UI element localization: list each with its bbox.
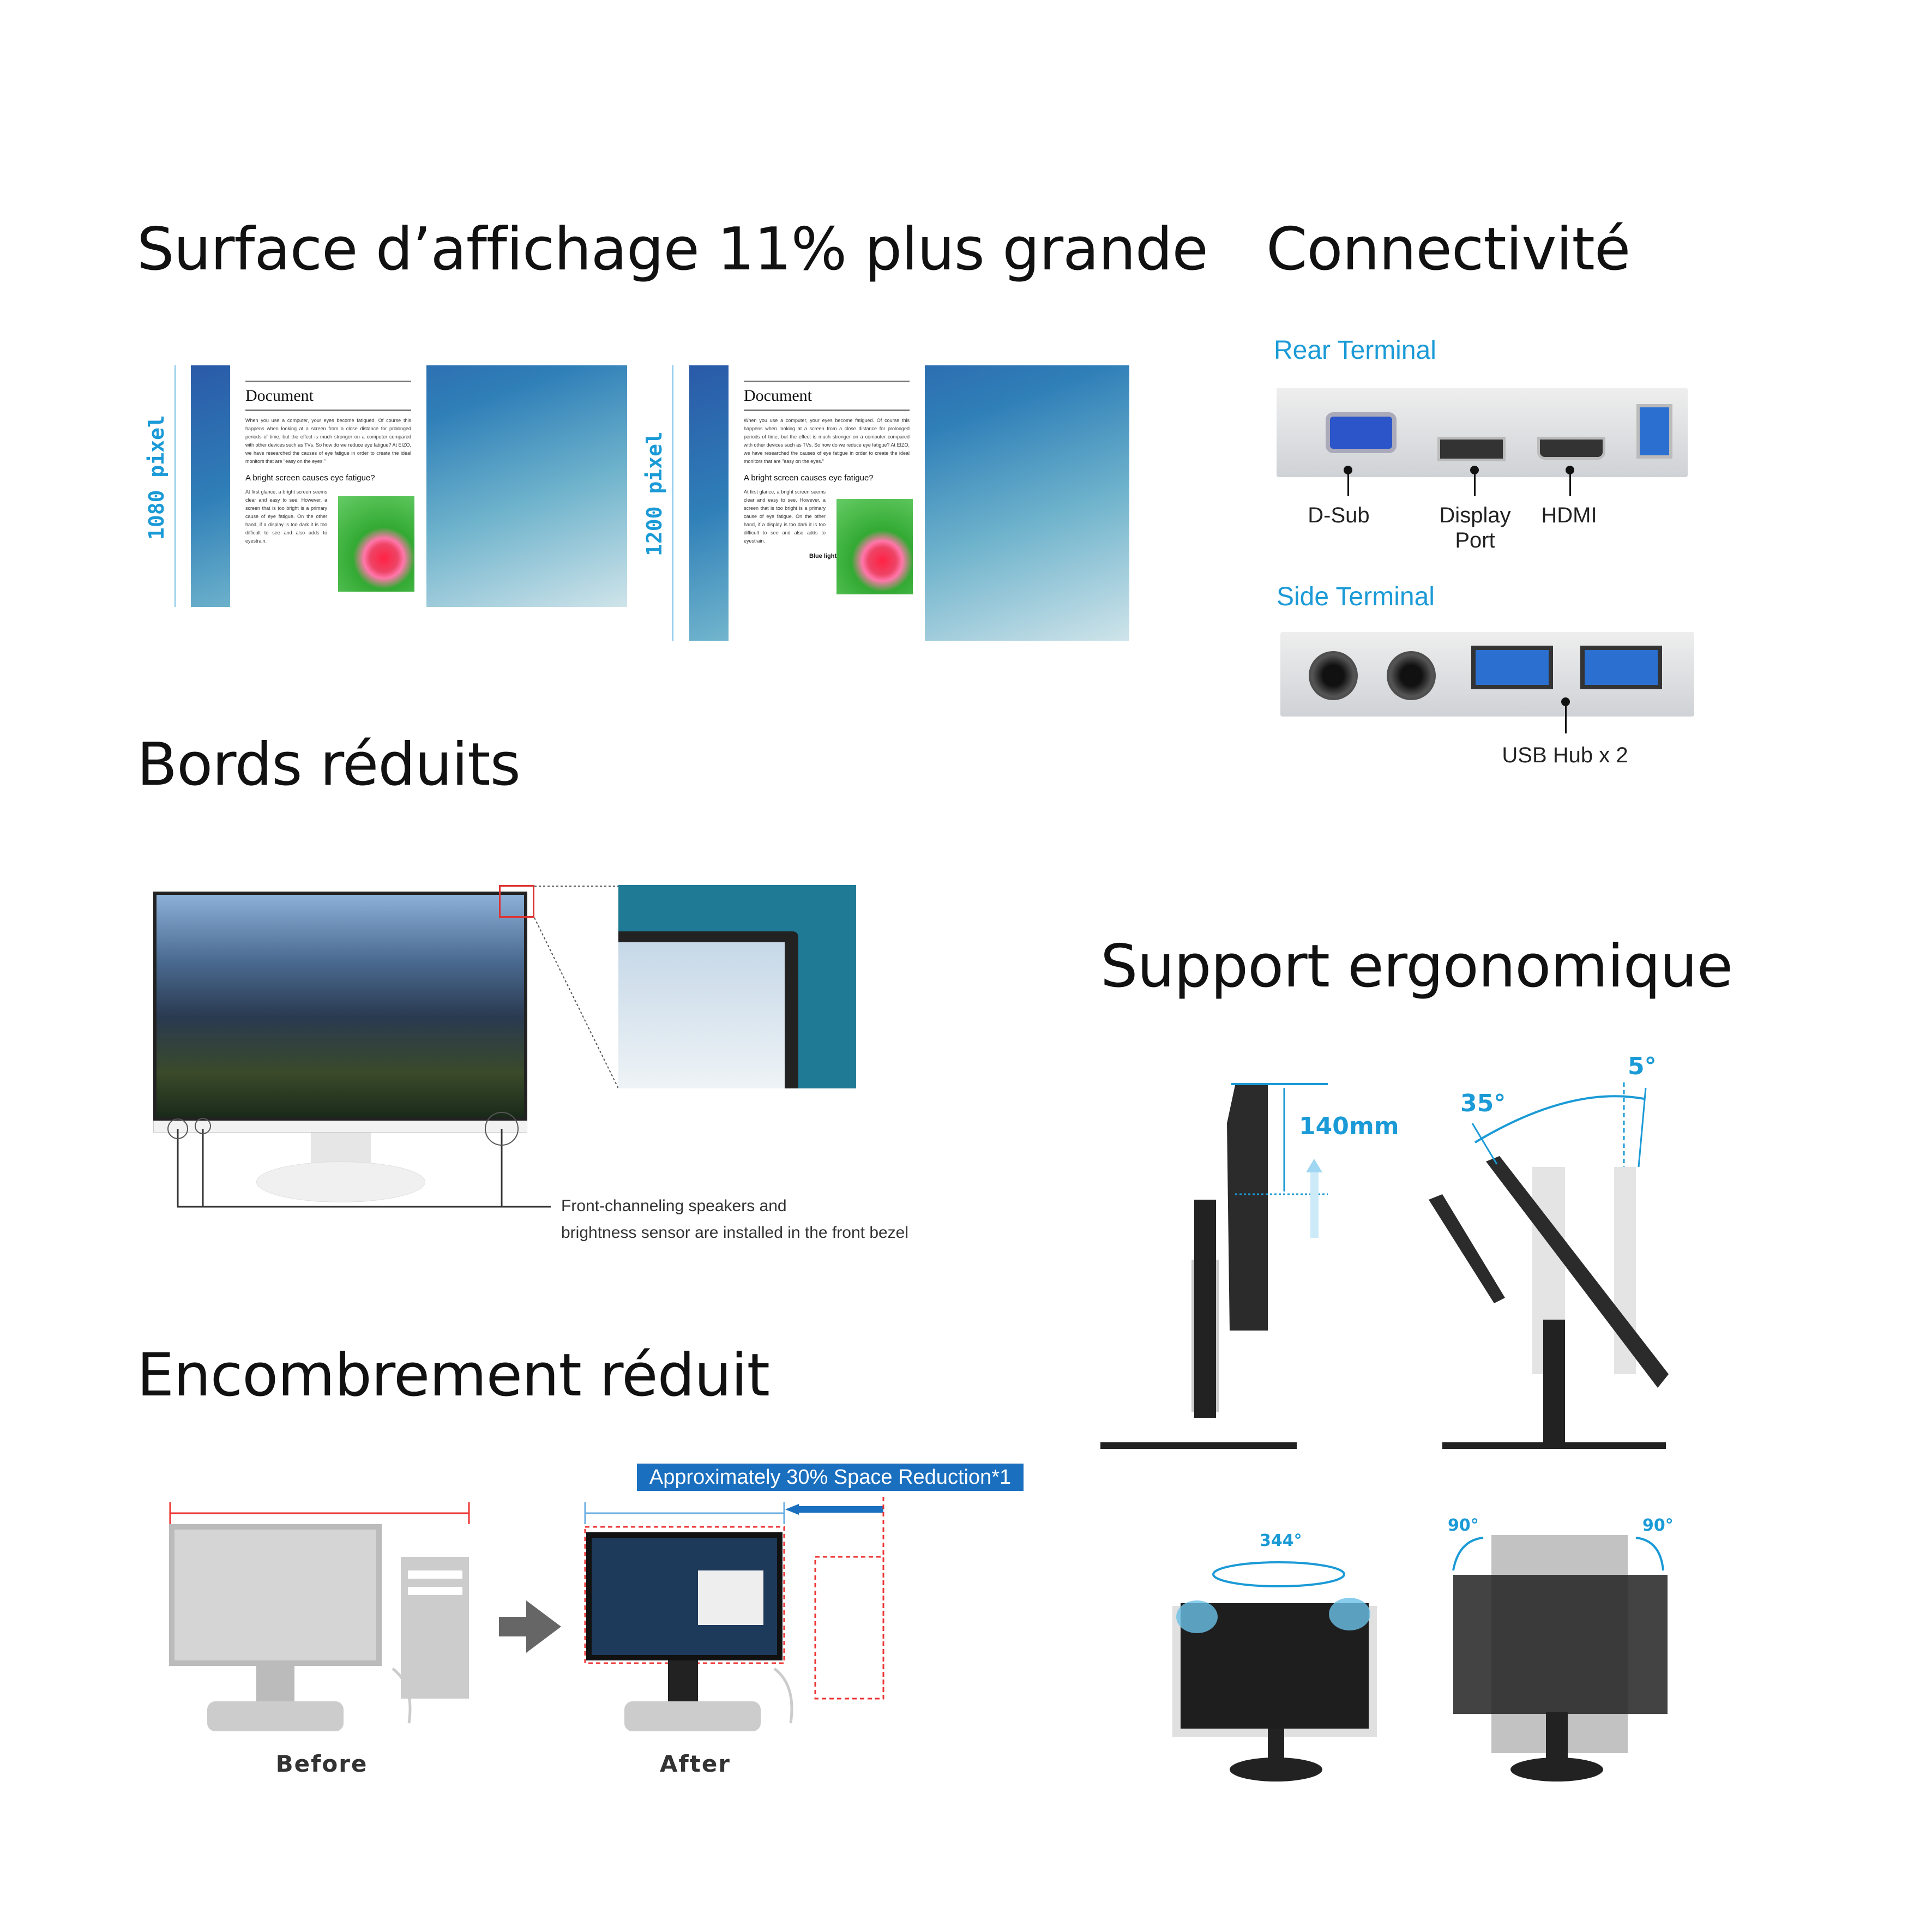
displayport-pointer [1470,466,1479,496]
displayport-icon [1437,437,1506,461]
monitor-bezel-bottom [153,1121,527,1133]
document-title: Document [245,381,411,411]
height-indicator-1080 [174,365,176,607]
dsub-port-icon [1326,412,1397,453]
rear-terminal-title: Rear Terminal [1274,336,1436,365]
label-displayport: Display Port [1439,503,1511,552]
screen-1200: Document When you use a computer, your e… [689,365,1129,641]
connectivity-title: Connectivité [1266,215,1630,284]
ergonomic-title: Support ergonomique [1100,932,1733,1001]
screen-1080: Document When you use a computer, your e… [191,365,627,607]
hdmi-pointer [1566,466,1574,496]
height-adjust-illustration [1100,1083,1328,1449]
bezel-caption-line2: brightness sensor are installed in the f… [561,1224,909,1242]
pivot-left-label: 90° [1448,1516,1479,1535]
usb-a-port-icon [1471,646,1553,689]
document-subheading: A bright screen causes eye fatigue? [744,473,874,483]
side-terminal-title: Side Terminal [1277,582,1435,611]
document-preview: Document When you use a computer, your e… [729,365,925,641]
display-area-title: Surface d’affichage 11% plus grande [137,215,1208,284]
swivel-label: 344° [1260,1531,1302,1550]
tilt-back-label: 35° [1460,1090,1506,1117]
rear-terminal-photo [1277,388,1688,477]
zoom-region-marker [499,885,534,918]
before-illustration [169,1502,470,1731]
after-illustration [584,1497,884,1731]
after-label: After [659,1750,731,1777]
document-paragraph-2: At first glance, a bright screen seems c… [245,489,327,544]
document-subheading: A bright screen causes eye fatigue? [245,473,375,483]
footprint-title: Encombrement réduit [137,1341,770,1410]
butterfly-image [338,496,414,592]
label-dsub: D-Sub [1308,503,1370,527]
monitor-landscape-screen [153,892,527,1121]
dsub-pointer [1344,466,1352,496]
usb-a-port-icon [1580,646,1662,689]
headphone-jack-icon [1309,651,1358,700]
swivel-illustration [1172,1561,1377,1781]
usb-pointer [1561,697,1570,733]
bezel-caption-line1: Front-channeling speakers and [561,1197,787,1215]
label-hdmi: HDMI [1541,503,1597,527]
arrow-right-icon [499,1600,561,1653]
usb-b-port-icon [1636,404,1672,459]
space-reduction-banner: Approximately 30% Space Reduction*1 [637,1464,1024,1491]
document-paragraph: When you use a computer, your eyes becom… [744,418,910,464]
bezel-title: Bords réduits [137,731,521,799]
audio-jack-icon [1387,651,1436,700]
side-terminal-photo [1280,632,1694,717]
tilt-illustration [1429,1082,1669,1449]
tilt-forward-label: 5° [1628,1052,1657,1080]
height-indicator-1200 [672,365,673,641]
bezel-zoom-view [618,885,856,1088]
document-paragraph-2: At first glance, a bright screen seems c… [744,489,826,544]
before-label: Before [275,1750,368,1777]
label-usb-hub: USB Hub x 2 [1502,743,1628,767]
pivot-right-label: 90° [1642,1516,1674,1535]
document-preview: Document When you use a computer, your e… [230,365,426,607]
height-adjust-label: 140mm [1299,1112,1399,1140]
butterfly-image [836,499,913,594]
document-title: Document [744,381,910,411]
hdmi-port-icon [1537,437,1605,460]
pivot-illustration [1452,1535,1668,1781]
monitor-base [256,1161,425,1202]
document-paragraph: When you use a computer, your eyes becom… [245,418,411,464]
bezel-zoom-screen [618,942,785,1088]
